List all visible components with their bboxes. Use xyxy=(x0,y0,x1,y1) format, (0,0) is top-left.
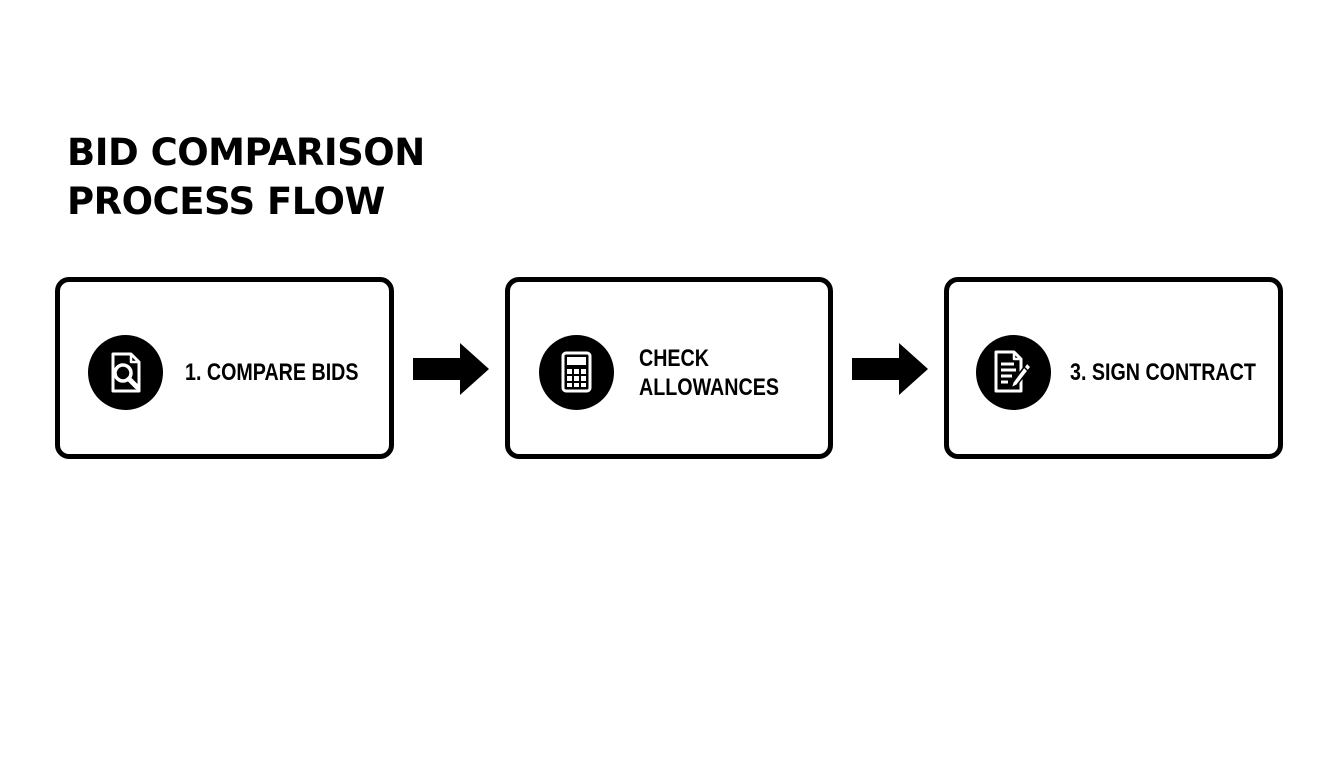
contract-sign-icon xyxy=(976,335,1051,410)
step-sign-contract-label: 3. SIGN CONTRACT xyxy=(1070,358,1256,387)
step-compare-bids-label: 1. COMPARE BIDS xyxy=(185,358,359,387)
arrow-right-icon xyxy=(852,343,928,395)
step-sign-contract-box: 3. SIGN CONTRACT xyxy=(944,277,1283,459)
step-label-line: ALLOWANCES xyxy=(639,374,779,401)
step-label-line: 1. COMPARE BIDS xyxy=(185,359,359,386)
step-check-allowances-box: CHECK ALLOWANCES xyxy=(505,277,833,459)
diagram-title-line-1: BID COMPARISON xyxy=(67,131,425,174)
step-label-line: CHECK xyxy=(639,345,709,372)
document-search-icon xyxy=(88,335,163,410)
step-label-line: 3. SIGN CONTRACT xyxy=(1070,359,1256,386)
step-compare-bids-box: 1. COMPARE BIDS xyxy=(55,277,394,459)
calculator-icon xyxy=(539,335,614,410)
arrow-right-icon xyxy=(413,343,489,395)
step-check-allowances-label: CHECK ALLOWANCES xyxy=(639,344,779,402)
diagram-title: BID COMPARISON PROCESS FLOW xyxy=(67,128,425,226)
diagram-title-line-2: PROCESS FLOW xyxy=(67,180,385,223)
